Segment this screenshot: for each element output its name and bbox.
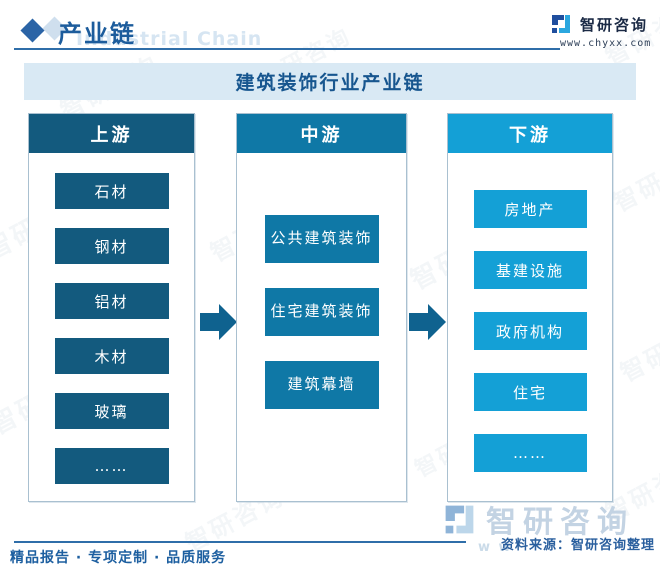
column-midstream-body: 公共建筑装饰 住宅建筑装饰 建筑幕墙 [237,153,406,409]
data-source: 资料来源：智研咨询整理 [500,538,655,553]
midstream-item: 公共建筑装饰 [264,215,379,263]
footer-brand-logo-icon [445,505,474,533]
midstream-item: 住宅建筑装饰 [264,288,379,336]
column-midstream: 中游 公共建筑装饰 住宅建筑装饰 建筑幕墙 [236,113,407,502]
midstream-item: 建筑幕墙 [264,361,379,409]
upstream-item-more: …… [54,448,169,484]
footer-brand-logo: 智研咨询 [441,497,634,541]
upstream-item: 玻璃 [54,393,169,429]
brand-logo: 智研咨询 [549,12,648,36]
diagram-title: 建筑装饰行业产业链 [24,63,636,100]
upstream-item: 铝材 [54,283,169,319]
upstream-item: 木材 [54,338,169,374]
brand-logo-icon [552,15,570,33]
column-downstream-header: 下游 [448,114,612,153]
column-midstream-header: 中游 [237,114,406,153]
column-upstream-header: 上游 [29,114,194,153]
page-title: 产业链 [58,20,136,48]
footer-divider [14,541,466,543]
brand-url: www.chyxx.com [560,38,652,49]
upstream-item: 钢材 [54,228,169,264]
arrow-right-icon [409,304,446,340]
column-upstream-body: 石材 钢材 铝材 木材 玻璃 …… [29,153,194,484]
footer-brand-name: 智研咨询 [486,505,634,540]
watermark-text: 智研咨询 [608,141,660,218]
column-downstream-body: 房地产 基建设施 政府机构 住宅 …… [448,153,612,472]
downstream-item: 房地产 [473,190,587,228]
downstream-item: 政府机构 [473,312,587,350]
watermark-text: 智研咨询 [615,311,660,388]
downstream-item-more: …… [473,434,587,472]
downstream-item: 住宅 [473,373,587,411]
arrow-right-icon [200,304,237,340]
page-header: Industrial Chain 产业链 智研咨询 www.chyxx.com [0,0,660,60]
header-divider [14,48,560,50]
downstream-item: 基建设施 [473,251,587,289]
brand-name: 智研咨询 [580,15,649,34]
diamond-icon [20,18,45,43]
column-downstream: 下游 房地产 基建设施 政府机构 住宅 …… [447,113,613,502]
footer-tagline: 精品报告 · 专项定制 · 品质服务 [10,550,227,566]
column-upstream: 上游 石材 钢材 铝材 木材 玻璃 …… [28,113,195,502]
upstream-item: 石材 [54,173,169,209]
header-ghost-title: Industrial Chain [76,28,263,50]
